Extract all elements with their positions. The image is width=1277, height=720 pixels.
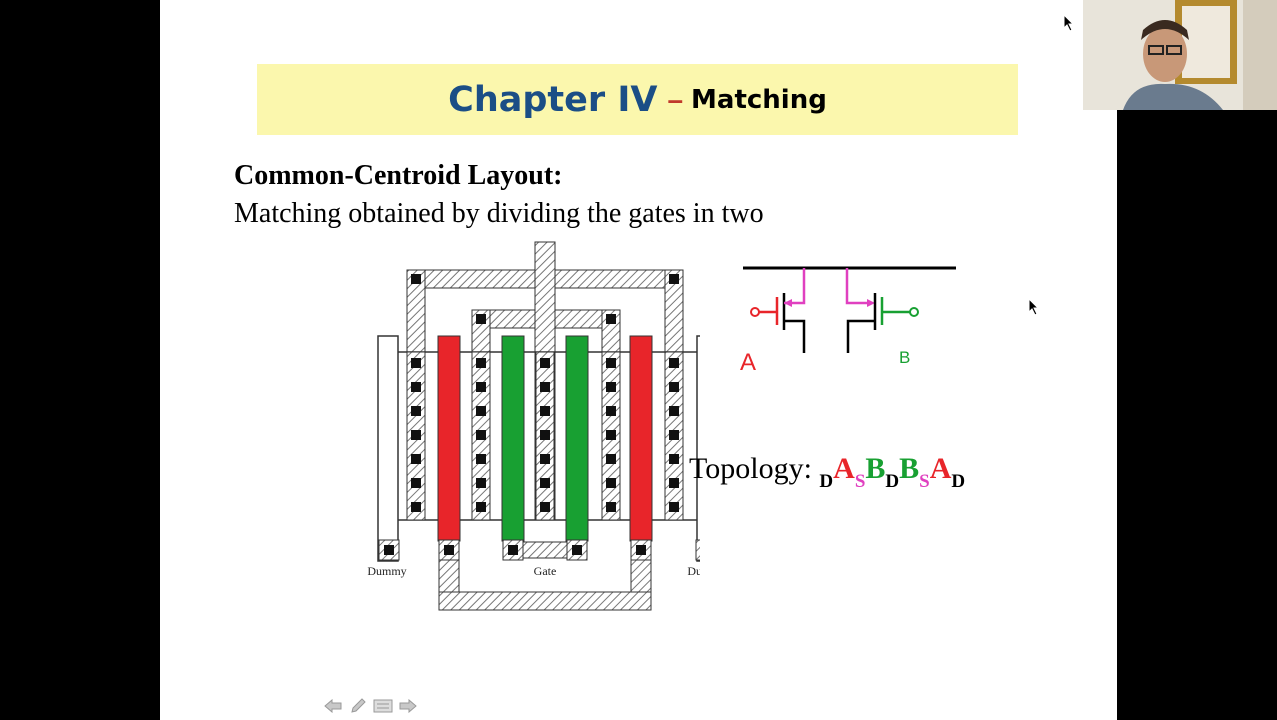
topology-line: Topology: DASBDBSAD [689, 452, 965, 493]
mouse-cursor-icon [1028, 298, 1040, 316]
topology-device: A [833, 452, 855, 485]
dummy-right [696, 335, 700, 562]
contact-column-5 [664, 351, 684, 521]
contact-column-2 [471, 351, 491, 521]
next-arrow-icon[interactable] [398, 697, 418, 715]
topology-sequence: DASBDBSAD [819, 452, 965, 492]
label-gate: Gate [534, 564, 557, 578]
gate-a-right [629, 335, 653, 542]
contact-column-1 [406, 351, 426, 521]
topology-terminal: S [919, 471, 930, 492]
gate-a-left [437, 335, 461, 542]
topology-terminal: D [951, 471, 966, 492]
menu-icon[interactable] [373, 697, 393, 715]
transistor-b: B [845, 268, 919, 367]
section-description: Matching obtained by dividing the gates … [234, 198, 764, 229]
webcam-feed [1083, 0, 1277, 110]
label-a: A [740, 349, 756, 376]
transistor-a: A [740, 268, 806, 376]
gate-contacts [378, 539, 700, 561]
section-heading: Common-Centroid Layout: [234, 160, 563, 191]
b-gate-connection [522, 541, 568, 559]
slideshow-controls [323, 697, 418, 715]
topology-terminal: D [819, 471, 834, 492]
topology-device: B [865, 452, 886, 485]
label-dummy-right: Dummy [687, 564, 700, 578]
topology-device: B [899, 452, 920, 485]
label-dummy-left: Dummy [367, 564, 406, 578]
label-b: B [899, 348, 910, 367]
gate-b-left [501, 335, 525, 542]
dummy-left [377, 335, 399, 562]
title-band: Chapter IV – Matching [257, 64, 1018, 135]
topology-device: A [929, 452, 952, 485]
contact-column-4 [601, 351, 621, 521]
topology-label: Topology: [689, 452, 812, 485]
transistor-schematic: A B [740, 266, 956, 376]
gate-b-right [565, 335, 589, 542]
slide: Chapter IV – Matching Common-Centroid La… [160, 0, 1117, 720]
mouse-cursor-icon [1063, 14, 1075, 32]
topology-terminal: D [885, 471, 900, 492]
pen-icon[interactable] [348, 697, 368, 715]
previous-arrow-icon[interactable] [323, 697, 343, 715]
a-gate-connection [438, 591, 652, 611]
presenter-video [1083, 0, 1277, 110]
topology-terminal: S [854, 471, 866, 492]
slide-title: Chapter IV [448, 79, 658, 120]
title-dash: – [667, 83, 684, 115]
layout-diagram: Dummy Gate Dummy [367, 241, 700, 611]
slide-subtitle: Matching [691, 84, 827, 115]
contact-column-3 [535, 351, 555, 521]
